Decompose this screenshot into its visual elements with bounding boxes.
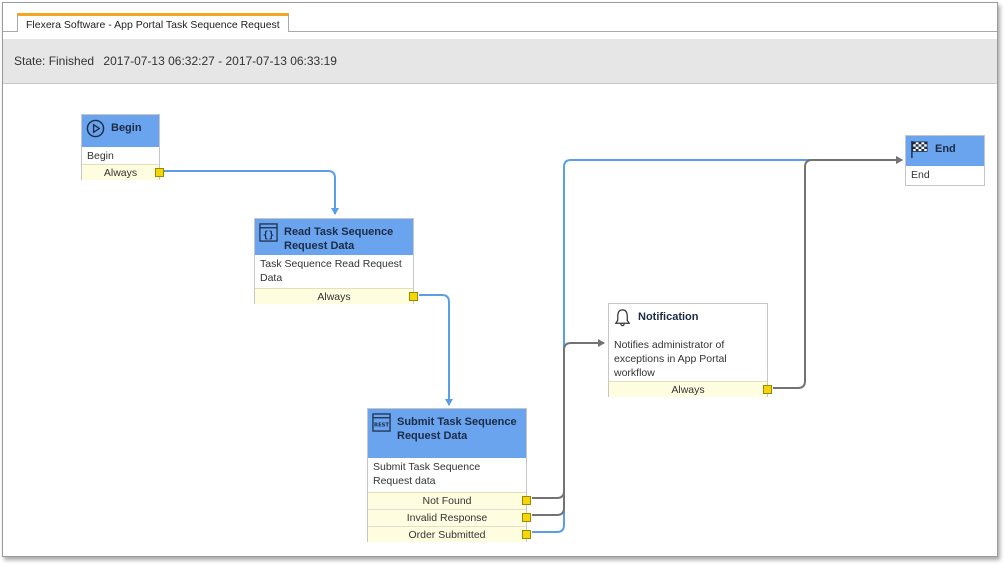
port-always[interactable]: Always <box>255 288 418 304</box>
code-braces-icon: {} <box>259 223 278 242</box>
checkered-flag-icon <box>911 140 928 159</box>
port-handle[interactable] <box>522 530 531 539</box>
edge-notfound-to-notification <box>532 339 605 499</box>
port-label: Always <box>671 384 705 396</box>
port-label: Always <box>103 167 138 179</box>
edge-read-to-submit <box>419 294 453 406</box>
port-handle[interactable] <box>763 385 772 394</box>
port-always[interactable]: Always <box>609 381 772 397</box>
port-label: Invalid Response <box>406 512 488 524</box>
play-circle-icon <box>86 119 105 138</box>
node-title: End <box>935 143 956 155</box>
notification-node-header: Notification <box>609 304 767 336</box>
rest-api-icon: REST <box>372 413 391 432</box>
node-title: Submit Task Sequence Request Data <box>397 416 517 442</box>
node-title: Notification <box>638 311 699 323</box>
tab-workflow[interactable]: Flexera Software - App Portal Task Seque… <box>17 13 289 32</box>
node-description: Notifies administrator of exceptions in … <box>614 339 727 379</box>
edge-begin-to-read <box>164 170 339 215</box>
port-not-found[interactable]: Not Found <box>368 492 531 508</box>
node-description: Begin <box>87 150 114 162</box>
edge-invalid-to-notification <box>532 350 565 516</box>
bell-icon <box>614 309 631 327</box>
port-label: Always <box>317 291 351 303</box>
node-description: End <box>911 169 930 181</box>
port-order-submitted[interactable]: Order Submitted <box>368 526 531 542</box>
node-description: Task Sequence Read Request Data <box>260 258 402 284</box>
port-handle[interactable] <box>522 496 531 505</box>
time-range: 2017-07-13 06:32:27 - 2017-07-13 06:33:1… <box>103 54 337 68</box>
port-handle[interactable] <box>522 513 531 522</box>
port-label: Not Found <box>422 495 472 507</box>
read-task-node-header: {} Read Task Sequence Request Data <box>255 219 413 255</box>
submit-task-node[interactable]: REST Submit Task Sequence Request Data S… <box>367 408 531 542</box>
port-invalid-response[interactable]: Invalid Response <box>368 509 531 525</box>
port-label: Order Submitted <box>408 529 486 541</box>
port-handle[interactable] <box>409 292 418 301</box>
tab-strip: Flexera Software - App Portal Task Seque… <box>3 3 997 32</box>
node-title: Read Task Sequence Request Data <box>284 226 394 252</box>
notification-node[interactable]: Notification Notifies administrator of e… <box>608 303 772 397</box>
read-task-node[interactable]: {} Read Task Sequence Request Data Task … <box>254 218 418 304</box>
submit-task-node-header: REST Submit Task Sequence Request Data <box>368 409 526 458</box>
end-node-header: End <box>906 136 984 166</box>
state-label: State: Finished <box>14 54 95 68</box>
begin-node[interactable]: Begin Begin Always <box>81 114 164 180</box>
node-description: Submit Task Sequence Request data <box>373 461 481 487</box>
node-title: Begin <box>111 122 142 134</box>
svg-text:REST: REST <box>374 422 389 428</box>
port-handle[interactable] <box>155 168 164 177</box>
end-node[interactable]: End End <box>905 135 985 186</box>
svg-text:{}: {} <box>263 230 274 241</box>
port-always[interactable]: Always <box>82 164 164 180</box>
edge-notification-to-end <box>773 156 903 389</box>
state-bar: State: Finished 2017-07-13 06:32:27 - 20… <box>3 39 997 84</box>
begin-node-header: Begin <box>82 115 159 147</box>
